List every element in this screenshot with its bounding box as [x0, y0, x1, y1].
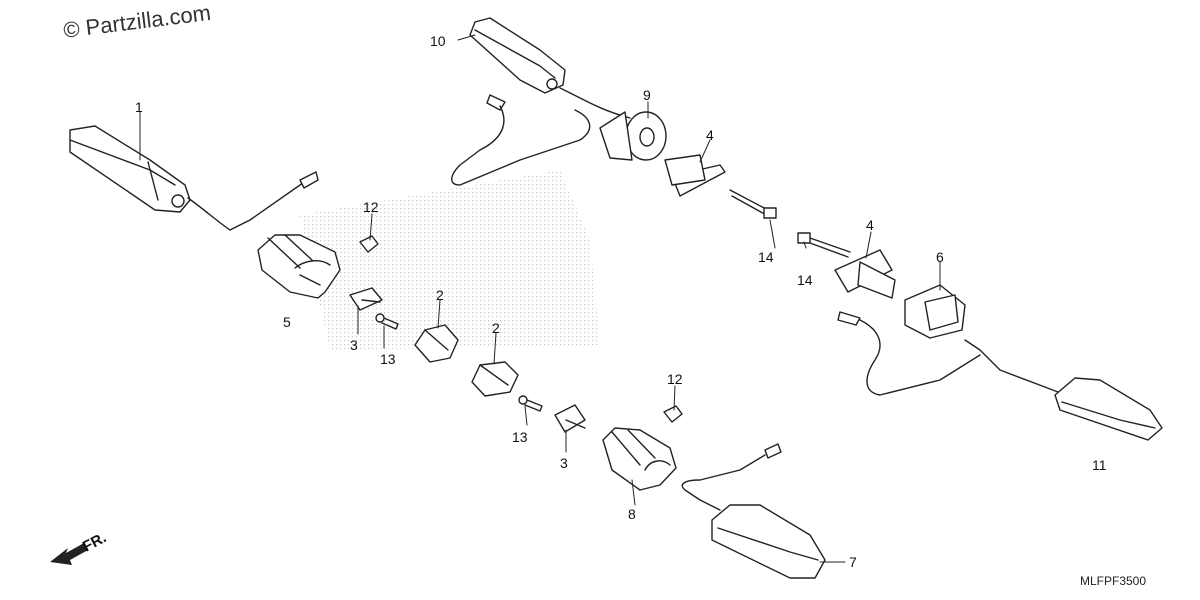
part-14-bolt-lower[interactable] [797, 232, 851, 258]
callout-3a: 3 [350, 337, 358, 353]
part-3-collar-left[interactable] [349, 287, 383, 311]
callout-12b: 12 [667, 371, 683, 387]
part-4-stay-upper[interactable] [664, 154, 726, 197]
callout-13b: 13 [512, 429, 528, 445]
part-1-turn-signal[interactable] [69, 125, 319, 231]
part-4-stay-lower[interactable] [834, 249, 896, 299]
callout-10: 10 [430, 33, 446, 49]
callout-8: 8 [628, 506, 636, 522]
callout-5: 5 [283, 314, 291, 330]
callout-13a: 13 [380, 351, 396, 367]
part-13-screw-lower[interactable] [518, 395, 543, 412]
callout-9: 9 [643, 87, 651, 103]
part-14-bolt-upper[interactable] [729, 189, 777, 219]
front-arrow-icon [50, 543, 88, 565]
callout-7: 7 [849, 554, 857, 570]
callout-14b: 14 [797, 272, 813, 288]
part-11-turn-signal[interactable] [837, 311, 1163, 441]
part-7-turn-signal[interactable] [681, 443, 826, 579]
part-5-cover[interactable] [257, 234, 341, 299]
part-2-clamp-upper[interactable] [414, 324, 459, 363]
diagram-code: MLFPF3500 [1080, 574, 1147, 588]
callout-4b: 4 [866, 217, 874, 233]
part-9-grommet[interactable] [599, 111, 667, 161]
callout-2a: 2 [436, 287, 444, 303]
callout-3b: 3 [560, 455, 568, 471]
dotted-shading [300, 170, 600, 350]
callout-6: 6 [936, 249, 944, 265]
callout-11: 11 [1092, 457, 1107, 473]
callout-2b: 2 [492, 320, 500, 336]
callout-14a: 14 [758, 249, 774, 265]
part-6-grommet[interactable] [904, 284, 966, 339]
callout-4a: 4 [706, 127, 714, 143]
leader-lines [139, 34, 941, 563]
part-8-cover[interactable] [602, 427, 677, 491]
part-3-collar-lower[interactable] [554, 404, 586, 433]
callout-12a: 12 [363, 199, 379, 215]
part-12-clip-lower[interactable] [663, 405, 683, 423]
part-12-clip-upper[interactable] [359, 235, 379, 253]
part-13-screw-left[interactable] [375, 313, 399, 330]
callout-1: 1 [135, 99, 143, 115]
part-10-turn-signal[interactable] [451, 17, 631, 186]
part-2-clamp-lower[interactable] [471, 361, 519, 397]
callout-labels: 1 2 2 3 3 4 4 5 6 7 8 9 10 11 12 12 13 1… [80, 33, 1107, 570]
